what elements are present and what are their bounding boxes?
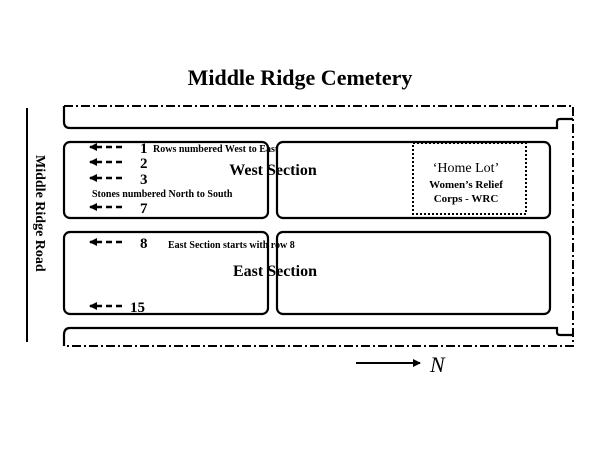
east-section-label: East Section (233, 263, 317, 280)
east-section-start-note: East Section starts with row 8 (168, 240, 295, 251)
road-label: Middle Ridge Road (32, 155, 47, 272)
west-section-block-left (62, 140, 270, 220)
rows-numbering-note: Rows numbered West to East (153, 144, 279, 155)
home-lot-boundary (412, 142, 527, 215)
row-number-2: 2 (140, 156, 148, 172)
home-lot-title: ‘Home Lot’ (433, 161, 499, 176)
east-section-block-left (62, 230, 270, 316)
row-number-7: 7 (140, 201, 148, 217)
north-drive-outline (62, 106, 573, 130)
stones-numbering-note: Stones numbered North to South (92, 189, 233, 200)
row-number-3: 3 (140, 172, 148, 188)
row-number-15: 15 (130, 300, 145, 316)
row-number-8: 8 (140, 236, 148, 252)
cemetery-boundary (64, 105, 574, 347)
row-number-1: 1 (140, 141, 148, 157)
home-lot-line-2: Corps - WRC (434, 193, 499, 205)
south-drive-outline (62, 326, 573, 346)
home-lot-line-1: Women’s Relief (429, 179, 503, 191)
map-title: Middle Ridge Cemetery (188, 65, 413, 90)
west-section-label: West Section (229, 162, 317, 179)
east-section-block-right (275, 230, 552, 316)
north-label: N (429, 352, 446, 377)
